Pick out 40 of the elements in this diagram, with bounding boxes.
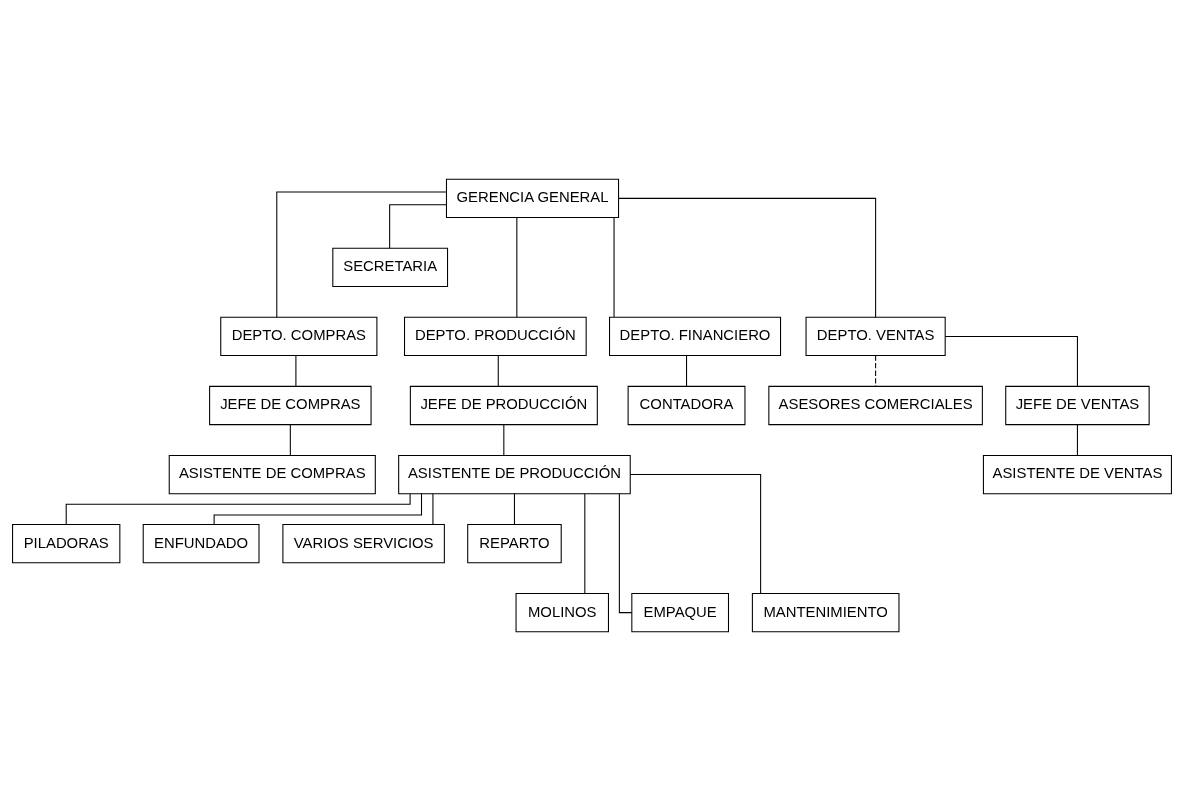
connector [629,473,762,594]
connector [944,335,1078,387]
connector [584,492,586,594]
connector [295,354,297,387]
node-box: SECRETARIA [332,247,449,287]
node-box: DEPTO. VENTAS [805,316,946,356]
connector [65,492,411,525]
node-box: ASISTENTE DE PRODUCCIÓN [398,454,631,494]
node-box: DEPTO. COMPRAS [220,316,378,356]
node-box: REPARTO [467,523,562,563]
connector [618,197,877,318]
node-box: EMPAQUE [631,592,729,632]
connector [618,492,633,613]
node-box: PILADORAS [12,523,121,563]
node-box: MANTENIMIENTO [751,592,900,632]
node-box: MOLINOS [515,592,609,632]
connector [503,423,505,456]
node-box: JEFE DE VENTAS [1005,385,1150,425]
connector [497,354,499,387]
connector [613,216,615,317]
connector [289,423,291,456]
node-box: DEPTO. FINANCIERO [609,316,782,356]
connector [389,203,447,249]
connector [432,492,434,525]
connector [1076,423,1078,456]
node-box: JEFE DE PRODUCCIÓN [409,385,598,425]
node-box: DEPTO. PRODUCCIÓN [404,316,587,356]
node-box: GERENCIA GENERAL [445,178,620,218]
connector [516,216,518,317]
node-box: ASISTENTE DE COMPRAS [168,454,376,494]
connector [513,492,515,525]
connector [875,354,877,387]
connector [213,492,423,525]
connector [686,354,688,387]
node-box: ASESORES COMERCIALES [768,385,983,425]
node-box: ENFUNDADO [142,523,260,563]
node-box: CONTADORA [627,385,746,425]
node-box: VARIOS SERVICIOS [282,523,445,563]
node-box: JEFE DE COMPRAS [209,385,372,425]
node-box: ASISTENTE DE VENTAS [982,454,1172,494]
